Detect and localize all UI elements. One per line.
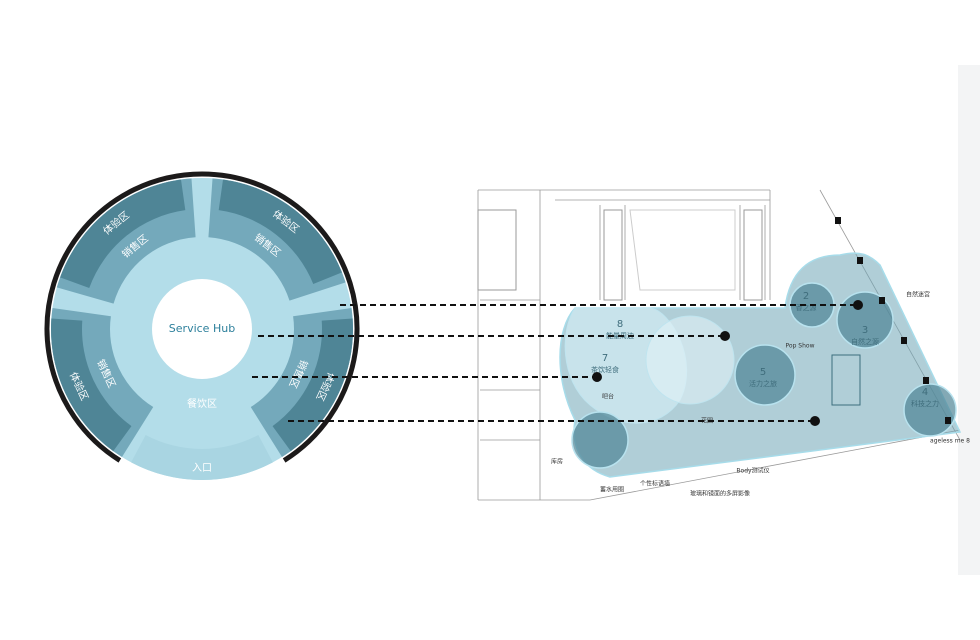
plan-annotation: 吧台 [602, 393, 614, 401]
window-mark [879, 297, 885, 304]
experience-zone-1 [218, 179, 343, 285]
window-mark [923, 377, 929, 384]
window-mark [901, 337, 907, 344]
window-mark [835, 217, 841, 224]
zone-circle [571, 411, 629, 469]
connector-dot [810, 416, 820, 426]
zone-number: 5 [760, 367, 766, 378]
plan-annotation: ageless me 8 [930, 438, 970, 445]
experience-zone-0 [60, 179, 186, 288]
zone-number: 3 [862, 325, 868, 336]
zone-label: 茶饮轻食 [591, 365, 619, 374]
plan-annotation: 花园 [701, 417, 713, 425]
window-mark [945, 417, 951, 424]
floor-plan: 2香之源3自然之源4科技之力5活力之旅7茶饮轻食8能量周边自然迷宫吧台库房花园B… [477, 189, 970, 501]
plan-annotation: Body测试仪 [736, 467, 769, 475]
escalator [743, 209, 763, 301]
core-stair [831, 354, 861, 406]
connector-dot [853, 300, 863, 310]
zone-number: 4 [922, 387, 928, 398]
zone-circle [734, 344, 796, 406]
stairwell [477, 209, 517, 291]
zone-label: 科技之力 [911, 399, 939, 408]
page-edge [958, 65, 980, 575]
dining-zone-label: 餐饮区 [187, 397, 217, 410]
zone-number: 7 [602, 353, 608, 364]
connector-dot [592, 372, 602, 382]
zone-overlap [645, 315, 735, 405]
plan-annotation: 库房 [551, 458, 563, 466]
experience-zone-2 [272, 318, 353, 452]
zone-label: 自然之源 [851, 337, 879, 346]
experience-zone-3 [51, 318, 132, 452]
plan-annotation: 个性标语墙 [640, 480, 670, 488]
plan-annotation: 自然迷宫 [906, 291, 930, 299]
entrance-label: 入口 [192, 463, 212, 474]
plan-annotation: 蓄水用圈 [600, 486, 624, 494]
plan-annotation: Pop Show [786, 343, 815, 350]
zone-number: 2 [803, 291, 809, 302]
zone-label: 活力之旅 [749, 379, 777, 388]
entrance-band [131, 434, 273, 480]
zone-circle [903, 383, 957, 437]
zone-number: 8 [617, 319, 623, 330]
escalator [603, 209, 623, 301]
plan-annotation: 玻璃和镜面的多屏影像 [690, 490, 750, 498]
connector-lines [252, 300, 863, 426]
zone-label: 香之源 [796, 303, 817, 312]
service-hub-label: Service Hub [169, 322, 235, 335]
zone-wheel: 体验区销售区体验区销售区体验区销售区体验区销售区Service Hub餐饮区入口 [44, 171, 360, 480]
plan-wall [589, 429, 961, 501]
window-mark [857, 257, 863, 264]
atrium [629, 209, 736, 291]
connector-dot [720, 331, 730, 341]
outer-boundary-arc [44, 171, 360, 463]
service-hub [152, 279, 252, 379]
